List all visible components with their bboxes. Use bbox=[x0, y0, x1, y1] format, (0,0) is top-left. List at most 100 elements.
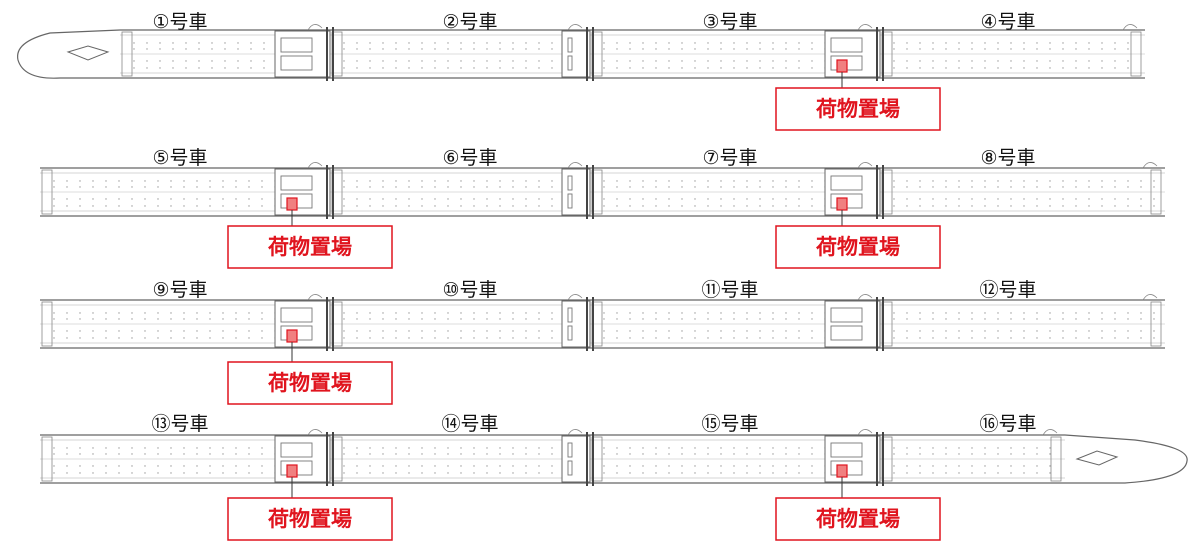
seat-dot bbox=[196, 453, 198, 455]
seat-dot bbox=[997, 447, 999, 449]
luggage-storage-label: 荷物置場 bbox=[268, 507, 352, 531]
seat-dot bbox=[421, 205, 423, 207]
lavatory-block bbox=[274, 168, 331, 216]
car-10 bbox=[330, 294, 590, 349]
seat-dot bbox=[616, 465, 618, 467]
seat-dot bbox=[906, 180, 908, 182]
seat-dot bbox=[906, 186, 908, 188]
seat-dot bbox=[79, 186, 81, 188]
seat-dot bbox=[525, 67, 527, 69]
seat-dot bbox=[603, 453, 605, 455]
seat-dot bbox=[1036, 186, 1038, 188]
seat-dot bbox=[997, 42, 999, 44]
seat-dot bbox=[1010, 205, 1012, 207]
seat-dot bbox=[395, 465, 397, 467]
seat-dot bbox=[538, 48, 540, 50]
seat-dot bbox=[421, 312, 423, 314]
seat-dot bbox=[224, 60, 226, 62]
seat-dot bbox=[1153, 337, 1155, 339]
seat-dot bbox=[785, 318, 787, 320]
seat-dot bbox=[356, 42, 358, 44]
seat-dot bbox=[629, 318, 631, 320]
lavatory-room bbox=[567, 175, 573, 191]
seat-dot bbox=[261, 465, 263, 467]
car-connection-1 bbox=[274, 165, 334, 219]
seat-dot bbox=[1114, 60, 1116, 62]
seat-dot bbox=[642, 67, 644, 69]
seat-dot bbox=[984, 42, 986, 44]
seat-dot bbox=[603, 472, 605, 474]
seat-dot bbox=[746, 337, 748, 339]
door-arc bbox=[1042, 429, 1058, 436]
seat-dot bbox=[971, 465, 973, 467]
seat-dot bbox=[538, 472, 540, 474]
seat-dot bbox=[1075, 42, 1077, 44]
seat-dot bbox=[681, 205, 683, 207]
seat-dot bbox=[105, 337, 107, 339]
seat-dot bbox=[53, 472, 55, 474]
seat-dot bbox=[421, 186, 423, 188]
seat-dot bbox=[105, 447, 107, 449]
seat-dot bbox=[1036, 318, 1038, 320]
seat-dot bbox=[486, 318, 488, 320]
seat-dot bbox=[772, 465, 774, 467]
seat-dot bbox=[356, 453, 358, 455]
seat-dot bbox=[759, 205, 761, 207]
seat-dot bbox=[369, 447, 371, 449]
seat-dot bbox=[369, 42, 371, 44]
seat-dot bbox=[681, 186, 683, 188]
seat-dot bbox=[538, 67, 540, 69]
seat-dot bbox=[1114, 312, 1116, 314]
seat-dot bbox=[157, 318, 159, 320]
seat-dot bbox=[53, 186, 55, 188]
seat-dot bbox=[811, 205, 813, 207]
lavatory-block bbox=[561, 168, 591, 216]
seat-dot bbox=[118, 312, 120, 314]
seat-dot bbox=[159, 60, 161, 62]
seat-dot bbox=[211, 67, 213, 69]
luggage-storage-marker bbox=[286, 329, 298, 343]
seat-dot bbox=[772, 337, 774, 339]
seat-dot bbox=[984, 205, 986, 207]
seat-dot bbox=[499, 67, 501, 69]
seat-dot bbox=[473, 465, 475, 467]
seat-dot bbox=[1075, 198, 1077, 200]
door-arc bbox=[307, 294, 323, 301]
seat-dot bbox=[538, 337, 540, 339]
car-12 bbox=[880, 294, 1165, 349]
seat-dot bbox=[499, 330, 501, 332]
seat-dot bbox=[958, 186, 960, 188]
seat-dot bbox=[772, 67, 774, 69]
seat-dot bbox=[1140, 198, 1142, 200]
seat-dot bbox=[499, 60, 501, 62]
seat-dot bbox=[79, 453, 81, 455]
seat-dot bbox=[971, 186, 973, 188]
seat-dot bbox=[157, 198, 159, 200]
seat-dot bbox=[408, 312, 410, 314]
seat-dot bbox=[798, 67, 800, 69]
seat-dot bbox=[343, 337, 345, 339]
seat-dot bbox=[681, 42, 683, 44]
seat-dot bbox=[237, 67, 239, 69]
seat-dot bbox=[66, 186, 68, 188]
seat-dot bbox=[733, 42, 735, 44]
seat-dot bbox=[369, 312, 371, 314]
seat-dot bbox=[1127, 60, 1129, 62]
seat-dot bbox=[460, 60, 462, 62]
seat-dot bbox=[603, 337, 605, 339]
seat-dot bbox=[997, 312, 999, 314]
seat-dot bbox=[460, 318, 462, 320]
seat-dot bbox=[668, 472, 670, 474]
seat-dot bbox=[1010, 465, 1012, 467]
seat-dot bbox=[932, 60, 934, 62]
seat-dot bbox=[183, 330, 185, 332]
seat-dot bbox=[642, 472, 644, 474]
seat-dot bbox=[655, 60, 657, 62]
seat-dot bbox=[421, 180, 423, 182]
seat-dot bbox=[616, 198, 618, 200]
lavatory-block bbox=[561, 300, 591, 348]
seat-dot bbox=[356, 180, 358, 182]
seat-dot bbox=[1049, 48, 1051, 50]
